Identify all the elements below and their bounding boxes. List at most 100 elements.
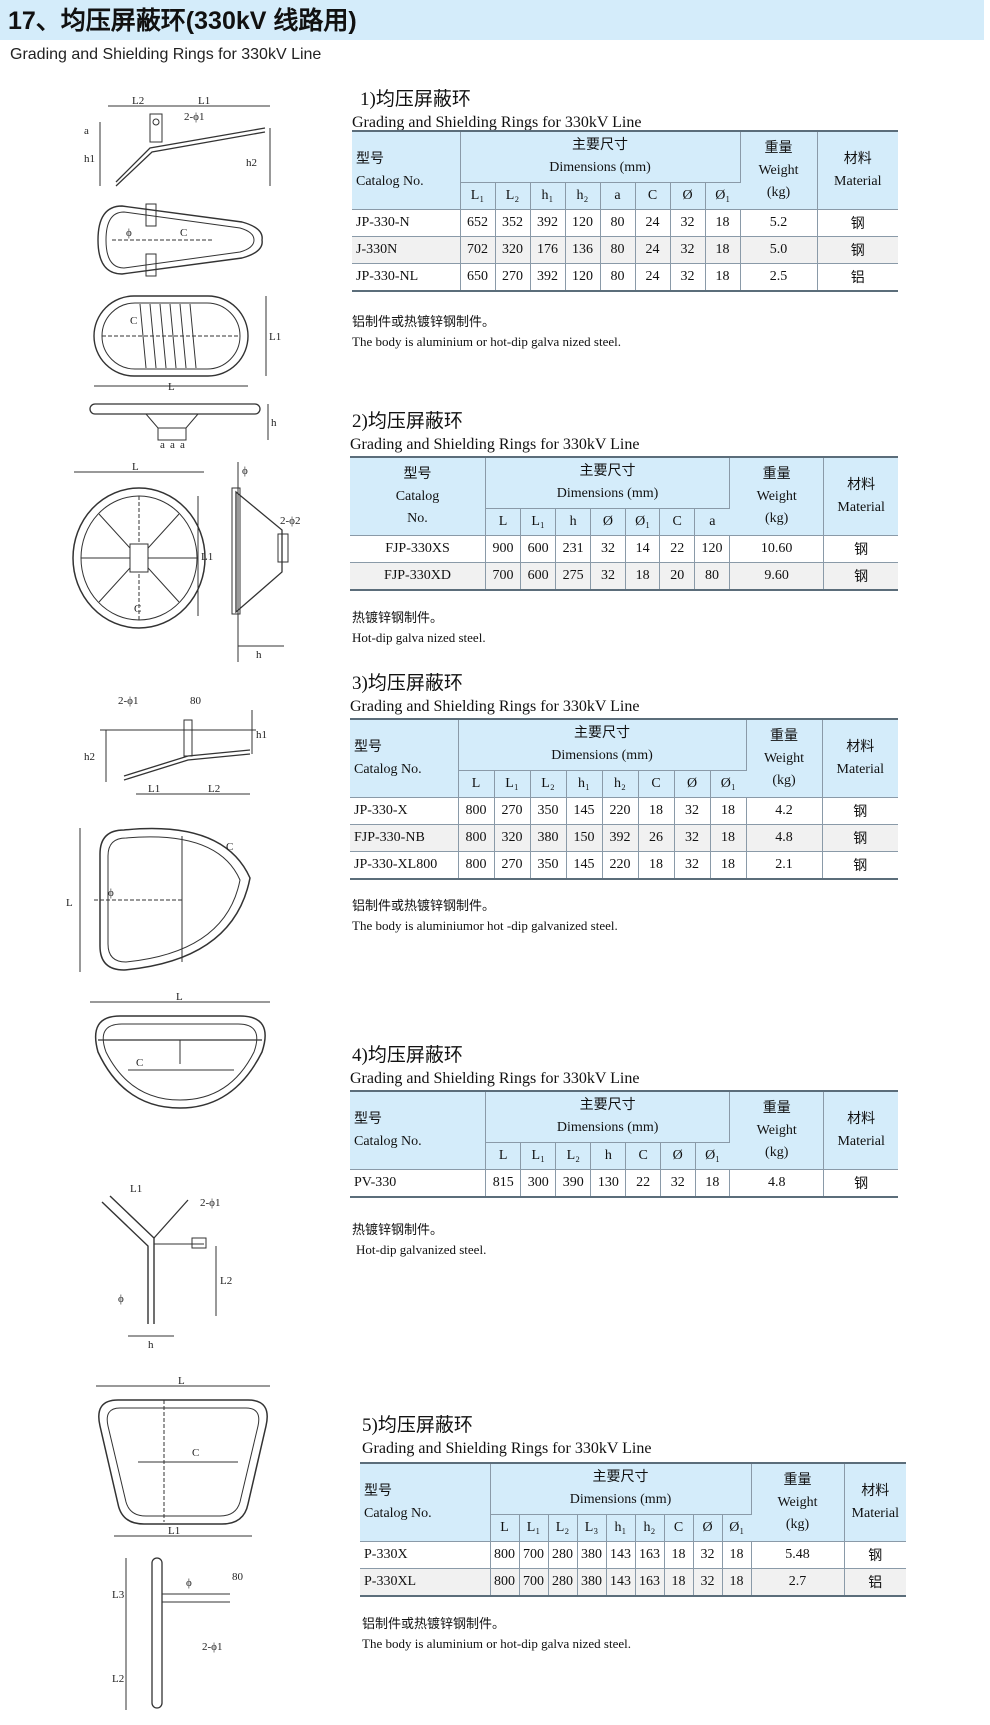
dim-label: h1 — [84, 153, 95, 165]
dim-label: L1 — [201, 551, 213, 563]
page-title: 17、均压屏蔽环(330kV 线路用) — [8, 7, 357, 35]
dim-label: ϕ — [108, 887, 114, 899]
drawing-2-top-view: C L1 L — [88, 290, 288, 395]
col-header: Ø — [660, 1142, 696, 1170]
section-1-title: 1)均压屏蔽环 — [360, 89, 471, 110]
dim-label: h — [256, 649, 262, 661]
section-5-title: 5)均压屏蔽环 — [362, 1415, 473, 1436]
dim-label: a — [170, 439, 175, 451]
col-header: Ø₁ — [705, 182, 740, 210]
page-subtitle: Grading and Shielding Rings for 330kV Li… — [10, 46, 322, 63]
col-header: h₁ — [566, 770, 603, 798]
section-5-subtitle: Grading and Shielding Rings for 330kV Li… — [362, 1440, 652, 1457]
col-header: h₁ — [606, 1514, 636, 1542]
drawing-4-top-view: L ϕ C — [64, 820, 284, 985]
dim-label: 2-ϕ1 — [200, 1197, 220, 1209]
section-2-subtitle: Grading and Shielding Rings for 330kV Li… — [350, 436, 640, 453]
section-1-note: 铝制件或热镀锌钢制件。The body is aluminium or hot-… — [352, 314, 621, 349]
col-header: L₃ — [577, 1514, 607, 1542]
dim-label: ϕ — [118, 1293, 124, 1305]
section-4-subtitle: Grading and Shielding Rings for 330kV Li… — [350, 1070, 640, 1087]
section-4-note: 热镀锌钢制件。Hot-dip galvanized steel. — [352, 1222, 487, 1257]
dim-label: a — [180, 439, 185, 451]
col-header: L₁ — [460, 182, 496, 210]
dim-label: C — [136, 1057, 143, 1069]
dim-label: 80 — [190, 695, 202, 707]
col-header: C — [638, 770, 675, 798]
col-header: a — [694, 508, 730, 536]
drawing-5-top-view: L C — [84, 991, 284, 1121]
col-header: h — [555, 508, 592, 536]
section-2-title: 2)均压屏蔽环 — [352, 411, 463, 432]
dim-label: L1 — [198, 95, 210, 107]
col-header: h — [590, 1142, 627, 1170]
col-header: L₁ — [494, 770, 531, 798]
dim-label: h — [148, 1339, 154, 1351]
col-header: Ø₁ — [695, 1142, 730, 1170]
col-header: Ø — [590, 508, 626, 536]
col-header: C — [635, 182, 671, 210]
dim-label: L1 — [148, 783, 160, 795]
dim-label: L2 — [208, 783, 220, 795]
col-header: h₂ — [635, 1514, 665, 1542]
dim-label: L1 — [168, 1525, 180, 1537]
dim-label: h1 — [256, 729, 267, 741]
col-header: Ø₁ — [722, 1514, 751, 1542]
col-header: L₁ — [519, 1514, 549, 1542]
drawing-4-side-view: 2-ϕ1 80 h2 h1 L1 L2 — [80, 690, 280, 805]
drawing-8-rod: L3 L2 ϕ 80 2-ϕ1 — [110, 1550, 280, 1725]
col-header: h₂ — [565, 182, 601, 210]
col-header: L₁ — [520, 508, 557, 536]
col-header: Ø — [693, 1514, 723, 1542]
dim-label: 2-ϕ1 — [184, 111, 204, 123]
col-header: L₁ — [520, 1142, 557, 1170]
dim-label: L2 — [220, 1275, 232, 1287]
dim-label: L — [132, 461, 139, 473]
drawing-7-top-view: L C L1 — [88, 1375, 288, 1545]
drawing-1-top-view: ϕ C — [92, 200, 272, 285]
dim-label: h2 — [246, 157, 257, 169]
section-1-subtitle: Grading and Shielding Rings for 330kV Li… — [352, 114, 642, 131]
col-header: L — [485, 508, 522, 536]
col-header: Ø — [670, 182, 706, 210]
dim-label: 2-ϕ1 — [118, 695, 138, 707]
dim-label: ϕ — [126, 227, 132, 239]
dim-label: 2-ϕ1 — [202, 1641, 222, 1653]
col-header: h₂ — [602, 770, 639, 798]
dim-label: ϕ — [186, 1577, 192, 1589]
dim-label: L2 — [112, 1673, 124, 1685]
dim-label: L — [178, 1375, 185, 1387]
dim-label: L1 — [269, 331, 281, 343]
dim-label: C — [134, 603, 141, 615]
dim-label: L — [168, 381, 175, 393]
dim-label: C — [192, 1447, 199, 1459]
col-header: a — [600, 182, 636, 210]
dim-label: L3 — [112, 1589, 125, 1601]
section-3-title: 3)均压屏蔽环 — [352, 673, 463, 694]
col-header: L — [458, 770, 495, 798]
